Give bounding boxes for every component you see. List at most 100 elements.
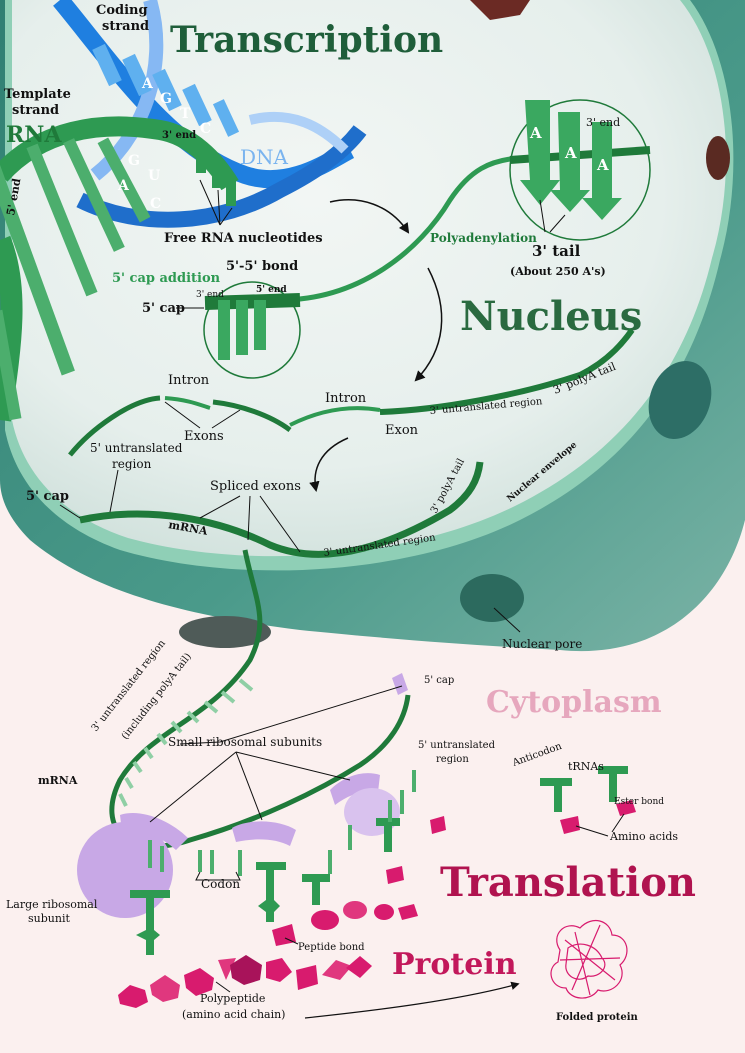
base-letter: U [148,168,160,184]
peptide-bond-pointer [284,937,299,945]
polypeptide-pointer [215,981,231,993]
rna-bases [0,137,151,421]
translation-five-cap-label: 5' cap [424,675,454,686]
spliced-exons-label: Spliced exons [210,479,301,494]
nucleolus-top [470,0,530,20]
utr5-label: region [112,457,152,471]
coding-strand-bases: A G T C [141,76,211,137]
translation-utr3-label: 3' untranslated region [90,638,169,734]
rna-transcript [0,116,239,422]
three-end-label: 3' end [162,130,196,141]
polya-letter: A [564,144,577,162]
amino-acid [560,816,580,834]
pre-mrna-strand [279,155,521,303]
polya-zoom-circle [509,99,651,241]
folded-protein [550,919,628,999]
translation-title: Translation [440,859,696,906]
growing-peptide [272,816,446,946]
exon-label: Exon [385,423,419,438]
large-subunit-label: Large ribosomal [6,898,98,911]
large-subunit-label: subunit [28,912,70,925]
spliced-exons-pointer [199,495,301,553]
polya-tail-inset: A A A [509,99,651,241]
base-letter: C [200,121,211,137]
mrna-bases [118,678,254,807]
amino-acids-pointer [575,813,625,837]
nucleus-title: Nucleus [460,293,642,340]
coding-strand-label: strand [102,19,149,34]
ester-bond-label: Ester bond [614,797,664,807]
anticodon-label: Anticodon [510,741,563,769]
small-subunits-label: Small ribosomal subunits [168,735,322,749]
polyadenylation-label: Polyadenylation [430,231,537,245]
dna-base-pairs [92,43,240,137]
about-250-label: (About 250 A's) [510,265,606,278]
trnas-label: tRNAs [568,760,604,773]
amino-acid [616,800,636,816]
base-letter: A [117,178,130,194]
peptide-bond-label: Peptide bond [298,942,365,953]
process-arrow [414,267,443,382]
free-rna-nucleotides [196,145,236,206]
base-letter: T [180,106,191,122]
base-letter: A [141,76,154,92]
free-nucleotides-label: Free RNA nucleotides [164,231,323,246]
cap-three-end-label: 3' end [196,290,224,300]
bond-55-label: 5'-5' bond [226,259,298,274]
process-arrow [329,199,410,234]
five-cap-pointer [59,504,81,519]
process-arrow [309,437,349,493]
protein-title: Protein [392,947,517,982]
small-ribosomal-subunit [120,812,188,850]
cap-addition-inset [203,281,301,379]
polya-letter: A [529,124,542,142]
pre-mrna-exons [68,328,635,457]
polypeptide-label: (amino acid chain) [182,1008,285,1021]
folding-arrow [304,981,520,1019]
polya-letter: A [596,156,609,174]
spliced-mrna [79,461,484,558]
nuclear-pore-label: Nuclear pore [502,637,582,651]
translation-utr5-label: region [436,754,469,765]
codon-label: Codon [201,877,240,891]
tail-three-end-label: 3' end [586,116,620,129]
template-strand-bases: A G U C [117,153,161,212]
base-letter: C [150,196,161,212]
coding-strand-label: Coding [96,3,148,18]
nuclear-pore [460,574,524,622]
base-letter: G [160,91,172,107]
nuclear-pore-exit [179,616,271,648]
nuclear-pore-right [648,361,712,439]
translation-utr3-label: (including polyA tail) [120,651,194,742]
five-cap-label: 5' cap [26,489,69,504]
translation-utr5-label: 5' untranslated [418,740,496,751]
cap-zoom-circle [203,281,301,379]
five-end-label: 5' end [4,177,23,217]
intron-label: Intron [325,391,367,406]
cap-addition-label: 5' cap addition [112,271,221,286]
nucleolus-right [706,136,730,180]
polypeptide-chain [118,955,372,1008]
template-strand-label: Template [4,87,71,102]
codon-bases [148,770,416,876]
translation-mrna-label: mRNA [38,774,78,787]
transcription-title: Transcription [170,19,443,61]
base-letter: G [128,153,140,169]
small-ribosomal-subunit [232,821,296,846]
exons-pointer [164,401,241,429]
bound-trnas [130,818,400,955]
rna-label: RNA [6,122,62,148]
template-strand-label: strand [12,103,59,118]
codon-pointer [195,871,241,881]
mrna-five-cap [392,673,408,695]
cap-five-end-label: 5' end [256,285,287,295]
small-subunits-pointer [149,685,403,823]
polypeptide-label: Polypeptide [200,992,265,1005]
amino-acids-label: Amino acids [609,830,678,843]
folded-protein-label: Folded protein [556,1012,639,1023]
three-tail-label: 3' tail [532,242,581,260]
small-ribosomal-subunit [330,773,380,805]
five-cap-label: 5' cap [142,301,185,316]
